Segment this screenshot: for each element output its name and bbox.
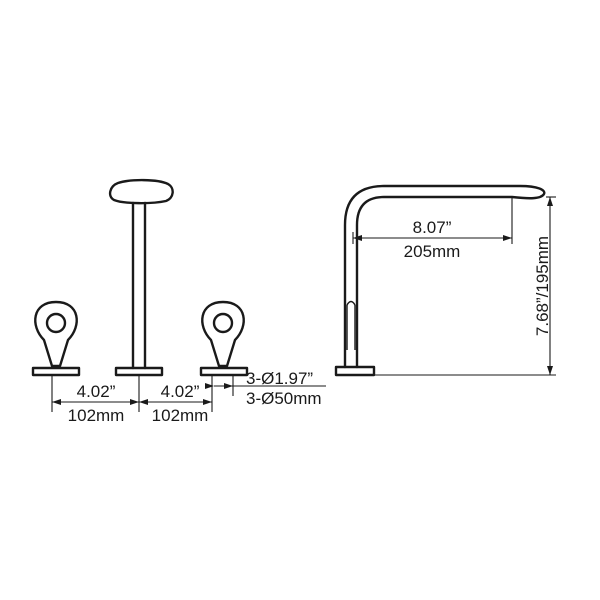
right-spacing-imperial: 4.02”	[161, 382, 200, 401]
spout-reach-dimension	[352, 197, 513, 244]
spout-height-dimension	[374, 196, 556, 376]
left-handle	[31, 300, 81, 377]
spout-reach-metric: 205mm	[404, 242, 461, 261]
hole-diameter-imperial: 3-Ø1.97”	[246, 369, 313, 388]
handle-spacing-dimension	[51, 376, 213, 412]
right-handle	[199, 300, 249, 377]
left-spacing-imperial: 4.02”	[77, 382, 116, 401]
center-lever-handle	[108, 178, 174, 377]
spout-reach-imperial: 8.07”	[413, 218, 452, 237]
left-spacing-metric: 102mm	[68, 406, 125, 425]
right-spacing-metric: 102mm	[152, 406, 209, 425]
spout-height-label: 7.68”/195mm	[533, 236, 552, 336]
spout	[334, 184, 546, 377]
hole-diameter-metric: 3-Ø50mm	[246, 389, 322, 408]
hole-diameter-dimension	[205, 376, 326, 396]
